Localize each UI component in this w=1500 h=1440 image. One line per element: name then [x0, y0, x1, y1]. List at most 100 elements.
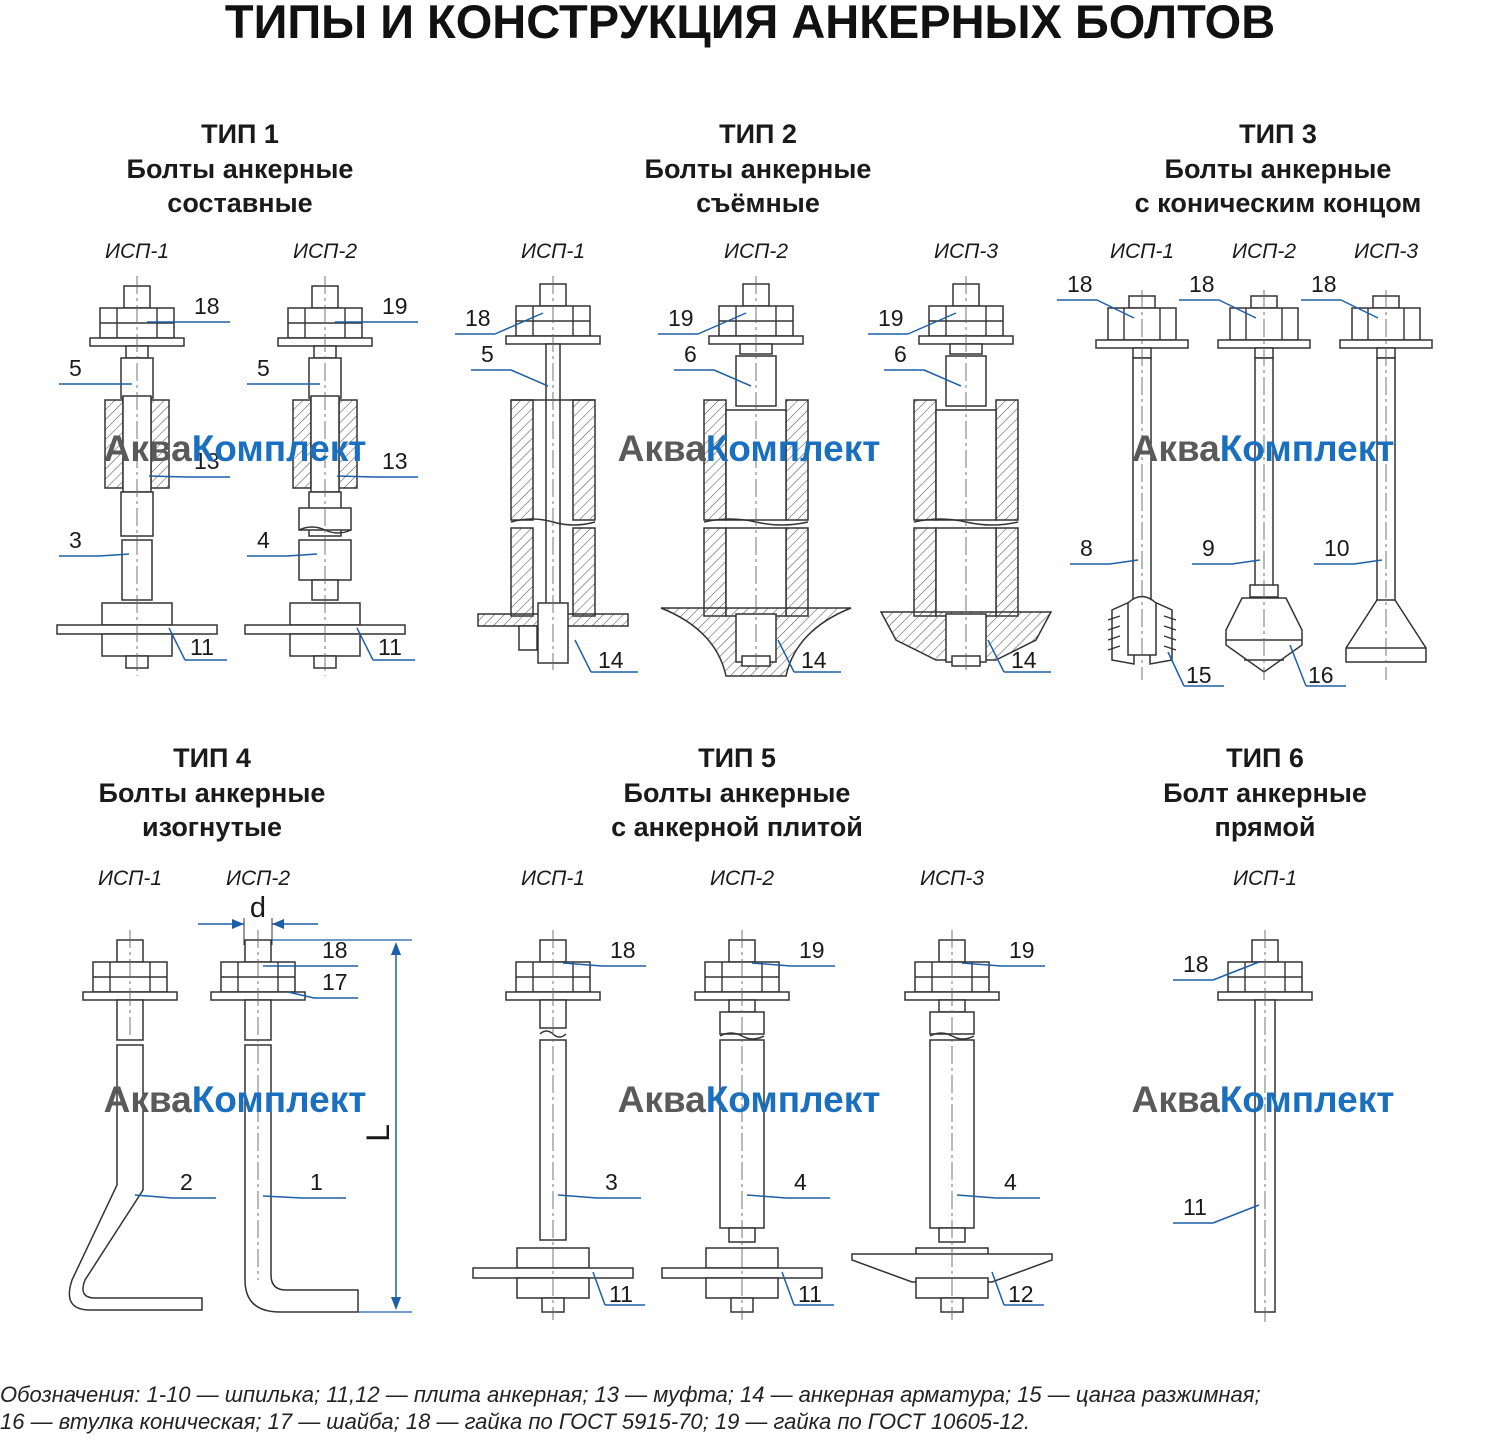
leader-line	[494, 312, 544, 335]
collet-tooth	[1107, 625, 1121, 631]
dimension-d-label: d	[250, 892, 266, 924]
type-subtitle: изогнутые	[142, 812, 282, 842]
callout-label: 1	[310, 1169, 323, 1195]
hatched-section	[913, 527, 937, 617]
type-subtitle: Болт анкерные	[1163, 778, 1367, 808]
leader-line	[510, 369, 549, 387]
hatched-section	[995, 527, 1019, 617]
type-4-header: ТИП 4 Болты анкерные изогнутые	[99, 743, 326, 842]
collet-tooth	[1107, 615, 1121, 621]
leader-line	[168, 627, 186, 661]
leader-line	[987, 639, 1005, 673]
leader-line	[562, 962, 603, 967]
callout-label: 5	[69, 355, 82, 381]
hatched-section	[572, 527, 596, 617]
callout-label: 18	[1183, 951, 1209, 977]
callout-label: 11	[378, 634, 402, 660]
page-title: ТИПЫ И КОНСТРУКЦИЯ АНКЕРНЫХ БОЛТОВ	[225, 0, 1275, 48]
variant-label: ИСП-1	[521, 240, 585, 263]
watermark-part2: Комплект	[1220, 428, 1395, 469]
watermark: АкваКомплект	[1132, 1079, 1395, 1120]
variant-label: ИСП-2	[226, 867, 290, 890]
variant-label: ИСП-1	[1233, 867, 1297, 890]
watermark: АкваКомплект	[104, 1079, 367, 1120]
callout-label: 19	[799, 937, 825, 963]
callout-label: 19	[668, 305, 694, 331]
type-subtitle: Болты анкерные	[624, 778, 851, 808]
leader-line	[1340, 299, 1379, 319]
hatched-section	[510, 399, 534, 521]
variant-label: ИСП-3	[1354, 240, 1418, 263]
leader-line	[961, 962, 1002, 967]
leader-line	[781, 1271, 795, 1306]
callout-label: 15	[1186, 662, 1212, 688]
callout-label: 4	[1004, 1169, 1017, 1195]
leader-line	[336, 475, 375, 478]
callout-label: 19	[1009, 937, 1035, 963]
type-5-header: ТИП 5 Болты анкерные с анкерной плитой	[611, 743, 863, 842]
leader-line	[1167, 651, 1185, 687]
watermark-part2: Комплект	[192, 428, 367, 469]
leader-line	[907, 312, 957, 335]
legend: Обозначения: 1-10 — шпилька; 11,12 — пли…	[0, 1381, 1500, 1435]
watermark-part1: Аква	[104, 1079, 192, 1120]
leader-line	[713, 369, 752, 387]
callout-label: 18	[322, 937, 348, 963]
leader-line	[262, 1195, 303, 1199]
leader-line	[991, 1271, 1005, 1306]
type-3-header: ТИП 3 Болты анкерные с коническим концом	[1135, 119, 1422, 218]
dimension-arrow	[272, 919, 284, 929]
callout-label: 3	[69, 527, 82, 553]
anchor-plate-cone	[851, 1253, 1053, 1283]
type-subtitle: Болты анкерные	[1165, 154, 1392, 184]
type-subtitle: съёмные	[696, 188, 820, 218]
leader-line	[98, 553, 130, 557]
type4-bolt-bent-2: 2	[68, 930, 216, 1311]
variant-label: ИСП-2	[724, 240, 788, 263]
dimension-arrow	[391, 942, 401, 955]
type-heading: ТИП 1	[201, 119, 279, 149]
callout-label: 13	[382, 448, 408, 474]
leader-line	[697, 312, 747, 335]
callout-label: 18	[610, 937, 636, 963]
callout-label: 14	[1011, 647, 1037, 673]
watermark-part1: Аква	[618, 428, 706, 469]
watermark-part1: Аква	[1132, 1079, 1220, 1120]
type-heading: ТИП 5	[698, 743, 776, 773]
leader-line	[1096, 299, 1135, 319]
leader-line	[777, 639, 795, 673]
callout-label: 19	[382, 293, 408, 319]
callout-label: 13	[194, 448, 220, 474]
hatched-section	[572, 399, 596, 521]
hatched-section	[510, 527, 534, 617]
variant-label: ИСП-2	[710, 867, 774, 890]
callout-label: 14	[598, 647, 624, 673]
collet-tooth	[1107, 645, 1121, 651]
callout-label: 2	[180, 1169, 193, 1195]
callout-label: 11	[1183, 1194, 1207, 1220]
variant-label: ИСП-2	[1232, 240, 1296, 263]
weld	[518, 625, 538, 651]
callout-label: 18	[465, 305, 491, 331]
dimension-arrow	[232, 919, 244, 929]
callout-label: 8	[1080, 535, 1093, 561]
variant-label: ИСП-1	[98, 867, 162, 890]
type-heading: ТИП 2	[719, 119, 797, 149]
type-2-header: ТИП 2 Болты анкерные съёмные	[645, 119, 872, 218]
callout-label: 19	[878, 305, 904, 331]
type-subtitle: Болты анкерные	[645, 154, 872, 184]
type-subtitle: Болты анкерные	[127, 154, 354, 184]
callout-label: 11	[609, 1281, 633, 1307]
watermark: АкваКомплект	[1132, 428, 1395, 469]
leader-line	[356, 627, 374, 661]
watermark-part2: Комплект	[1220, 1079, 1395, 1120]
type-heading: ТИП 6	[1226, 743, 1304, 773]
type-subtitle: Болты анкерные	[99, 778, 326, 808]
leader-line	[1289, 644, 1307, 687]
